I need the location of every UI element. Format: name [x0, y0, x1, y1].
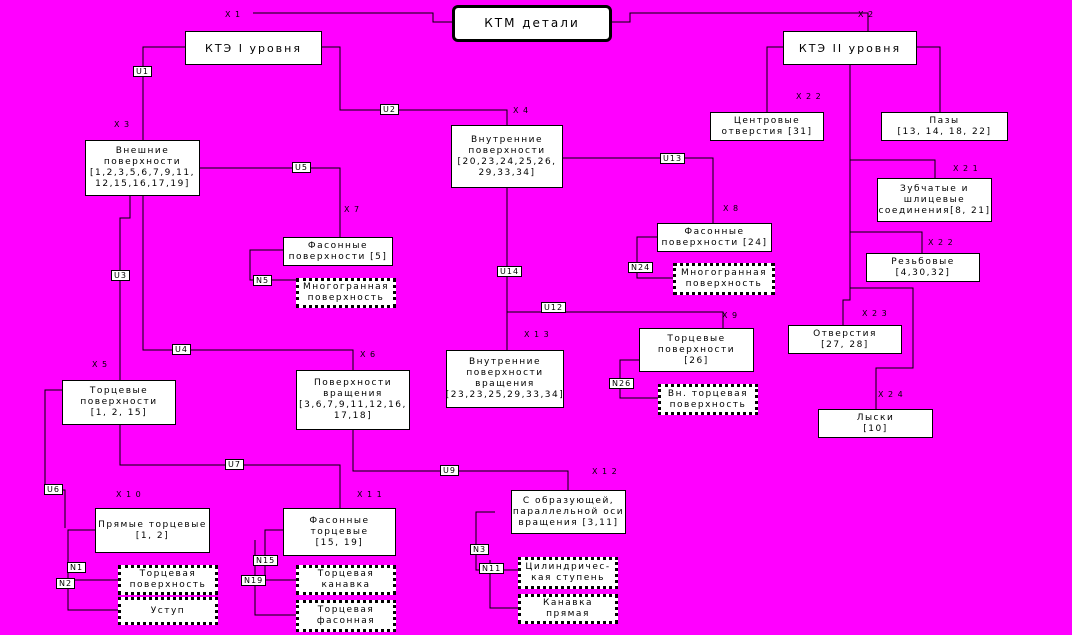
x-label: Х 2 1: [953, 164, 979, 173]
u-tag: U4: [172, 344, 191, 355]
inner-end-surface-node: Вн. торцевая поверхность: [658, 384, 758, 415]
end-groove-node: Торцевая канавка: [296, 565, 396, 595]
end-surfaces-26-node: Торцевые поверхности [26]: [639, 328, 754, 372]
grooves-node: Пазы [13, 14, 18, 22]: [881, 112, 1008, 141]
cylindrical-step-node: Цилиндричес- кая ступень: [518, 557, 618, 589]
x-label: Х 7: [344, 205, 361, 214]
inner-surfaces-node: Внутренние поверхности [20,23,24,25,26, …: [451, 125, 563, 188]
flats-node: Лыски [10]: [818, 409, 933, 438]
u-tag: U2: [380, 104, 399, 115]
gear-spline-node: Зубчатые и шлицевые соединения[8, 21]: [877, 178, 992, 222]
ktm-root-node: КТМ детали: [452, 5, 612, 42]
holes-node: Отверстия [27, 28]: [788, 325, 902, 354]
polygon-surface-node: Многогранная поверхность: [296, 278, 396, 308]
n-tag: N11: [479, 563, 505, 574]
u-tag: U13: [660, 153, 686, 164]
straight-groove-node: Канавка прямая: [518, 594, 618, 624]
kte-level1-node: КТЭ I уровня: [185, 31, 322, 65]
x-label: Х 1 1: [357, 490, 383, 499]
x-label: Х 3: [114, 120, 131, 129]
rotation-surfaces-node: Поверхности вращения [3,6,7,9,11,12,16, …: [296, 370, 410, 430]
n-tag: N26: [609, 378, 635, 389]
u-tag: U6: [44, 484, 63, 495]
x-label: Х 2 2: [928, 238, 954, 247]
x-label: Х 4: [513, 106, 530, 115]
n-tag: N19: [241, 575, 267, 586]
x-label: Х 9: [722, 311, 739, 320]
x-label: Х 8: [723, 204, 740, 213]
u-tag: U1: [133, 66, 152, 77]
n-tag: N24: [628, 262, 654, 273]
shaped-surfaces-24-node: Фасонные поверхности [24]: [657, 223, 772, 252]
n-tag: N2: [56, 578, 76, 589]
shaped-surfaces-5-node: Фасонные поверхности [5]: [283, 237, 393, 266]
straight-end-node: Прямые торцевые [1, 2]: [95, 508, 210, 553]
outer-surfaces-node: Внешние поверхности [1,2,3,5,6,7,9,11, 1…: [85, 140, 200, 196]
x-label: Х 6: [360, 350, 377, 359]
x-label: Х 2 4: [878, 390, 904, 399]
n-tag: N5: [253, 275, 273, 286]
u-tag: U7: [225, 459, 244, 470]
n-tag: N15: [253, 555, 279, 566]
end-shaped-node: Торцевая фасонная: [296, 600, 396, 632]
x-label: Х 1 3: [524, 330, 550, 339]
shoulder-node: Уступ: [118, 597, 218, 625]
u-tag: U14: [497, 266, 523, 277]
end-surfaces-outer-node: Торцевые поверхности [1, 2, 15]: [62, 380, 176, 425]
x-label: Х 1 0: [116, 490, 142, 499]
x-label: Х 2: [858, 10, 875, 19]
x-label: Х 2 2: [796, 92, 822, 101]
n-tag: N1: [67, 562, 87, 573]
threads-node: Резьбовые [4,30,32]: [866, 253, 980, 282]
u-tag: U3: [111, 270, 130, 281]
u-tag: U9: [440, 465, 459, 476]
u-tag: U5: [292, 162, 311, 173]
x-label: Х 5: [92, 360, 109, 369]
polygon-surface-2-node: Многогранная поверхность: [673, 263, 775, 295]
shaped-end-node: Фасонные торцевые [15, 19]: [283, 508, 396, 556]
n-tag: N3: [470, 544, 490, 555]
end-surface-node: Торцевая поверхность: [118, 565, 218, 595]
u-tag: U12: [541, 302, 567, 313]
x-label: Х 2 3: [862, 309, 888, 318]
kte-level2-node: КТЭ II уровня: [783, 31, 917, 65]
inner-rotation-node: Внутренние поверхности вращения [23,23,2…: [446, 350, 564, 408]
parallel-generatrix-node: С образующей, параллельной оси вращения …: [511, 490, 626, 534]
center-holes-node: Центровые отверстия [31]: [710, 112, 824, 141]
x-label: Х 1 2: [592, 467, 618, 476]
x-label: Х 1: [225, 10, 242, 19]
